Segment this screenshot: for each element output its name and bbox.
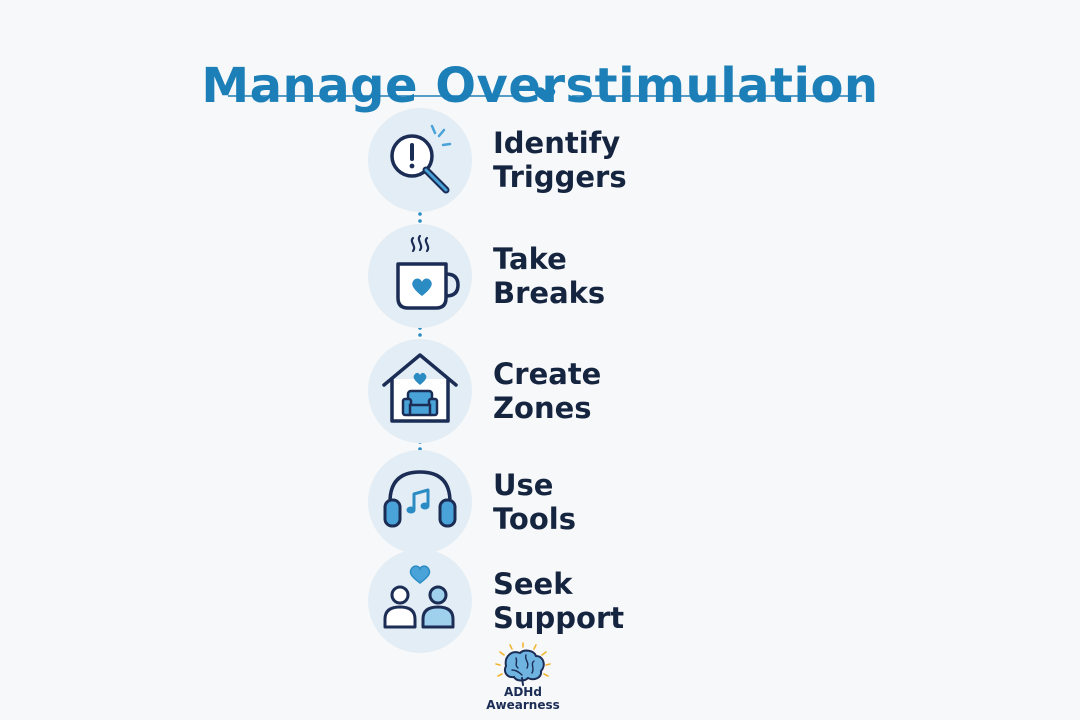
step-label-line2: Tools <box>493 502 576 536</box>
step-take-breaks: Take Breaks <box>368 224 728 328</box>
house-armchair-icon <box>382 353 458 423</box>
step-label-line1: Take <box>493 242 567 276</box>
heart-icon <box>534 87 556 102</box>
step-label-line2: Breaks <box>493 276 606 310</box>
step-label: Use Tools <box>493 468 576 536</box>
icon-circle <box>368 224 472 328</box>
step-seek-support: Seek Support <box>368 549 728 653</box>
step-label-line1: Seek <box>493 567 573 601</box>
step-label: Identify Triggers <box>493 126 627 194</box>
title-divider <box>228 87 862 102</box>
step-label-line2: Triggers <box>493 160 627 194</box>
step-label: Create Zones <box>493 357 601 425</box>
headphones-music-icon <box>383 470 457 528</box>
brand-line2: Awearness <box>486 698 560 712</box>
step-label-line2: Support <box>493 601 625 635</box>
brand-logo: ADHd Awearness <box>478 642 568 718</box>
magnifier-alert-icon <box>390 124 452 194</box>
coffee-mug-heart-icon <box>396 234 460 310</box>
brain-icon <box>495 642 551 686</box>
brand-line1: ADHd <box>504 685 542 699</box>
icon-circle <box>368 549 472 653</box>
icon-circle <box>368 339 472 443</box>
icon-circle <box>368 450 472 554</box>
page-title: Manage Overstimulation <box>201 58 879 115</box>
step-create-zones: Create Zones <box>368 339 728 443</box>
step-identify-triggers: Identify Triggers <box>368 108 728 212</box>
step-use-tools: Use Tools <box>368 450 728 554</box>
two-people-heart-icon <box>383 565 455 629</box>
step-label-line1: Create <box>493 357 602 391</box>
step-label-line1: Use <box>493 468 554 502</box>
brand-text: ADHd Awearness <box>478 686 568 712</box>
icon-circle <box>368 108 472 212</box>
step-label: Take Breaks <box>493 242 605 310</box>
step-label: Seek Support <box>493 567 624 635</box>
step-label-line1: Identify <box>493 126 621 160</box>
step-label-line2: Zones <box>493 391 592 425</box>
